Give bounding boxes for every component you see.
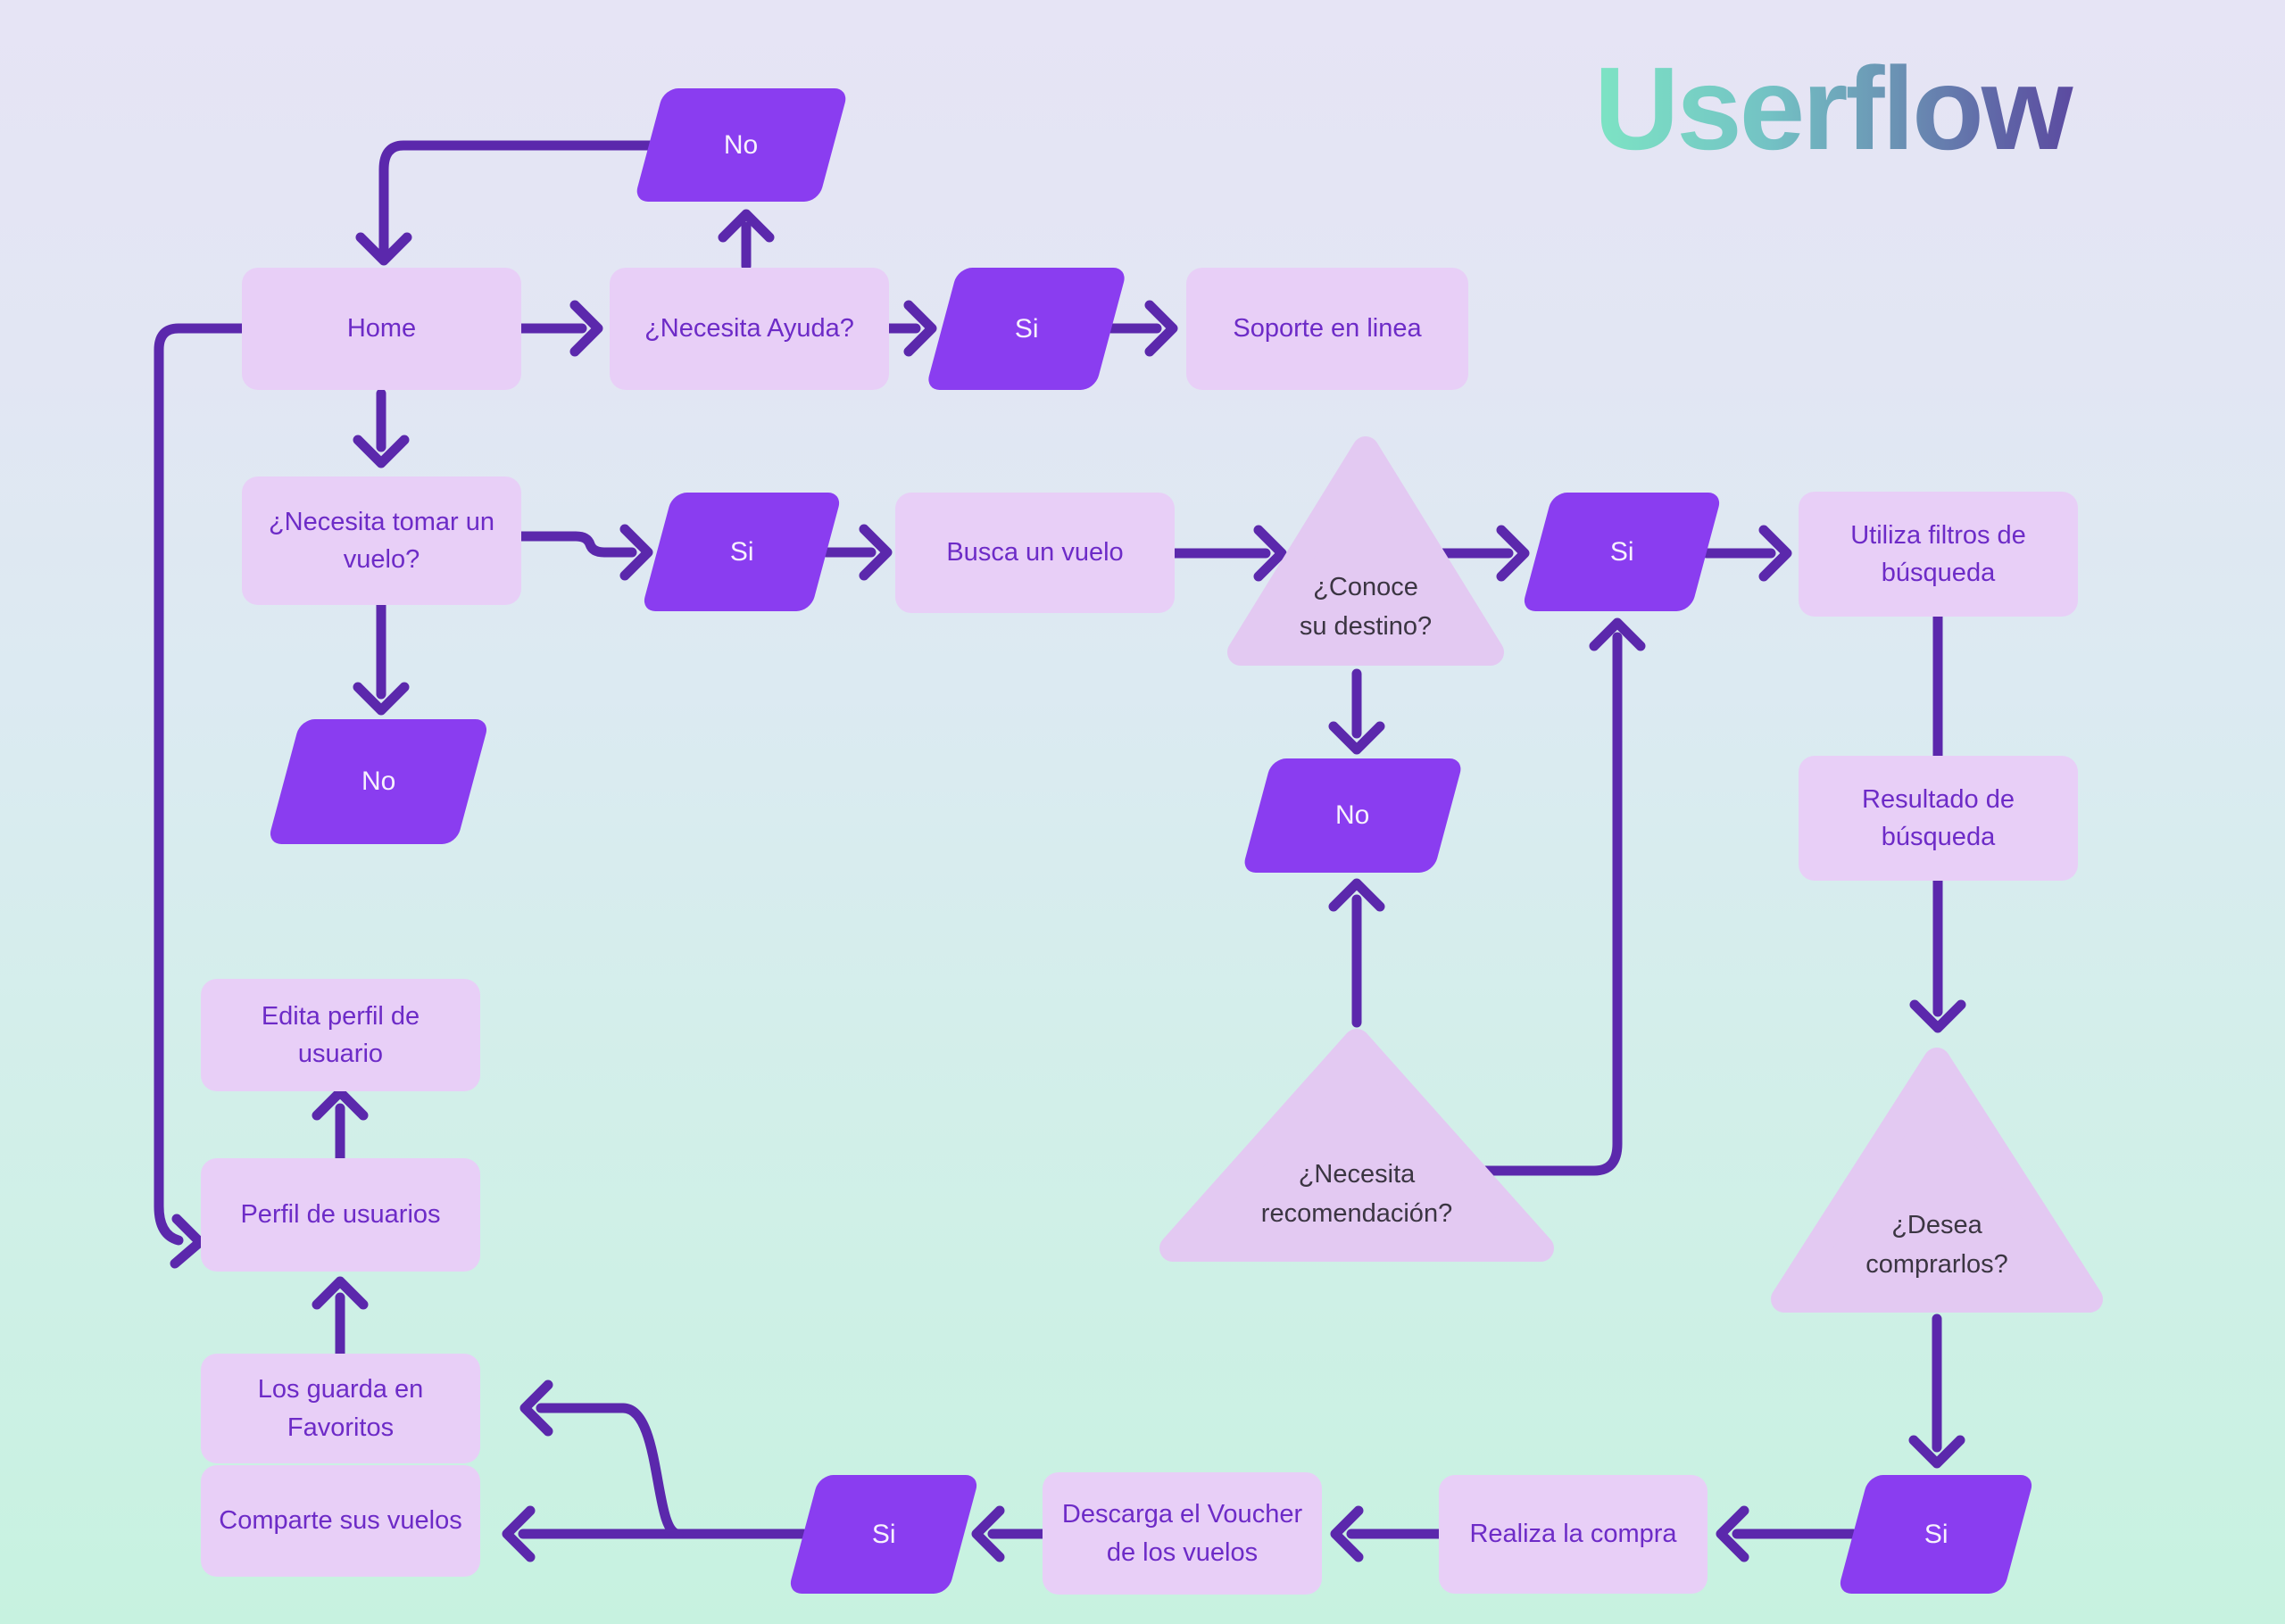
arrowhead-down-icon xyxy=(1909,999,1966,1033)
arrowhead-left-icon xyxy=(502,1505,536,1562)
node-label: Descarga el Voucher de los vuelos xyxy=(1061,1500,1303,1567)
node-busca-un-vuelo: Busca un vuelo xyxy=(895,493,1175,613)
arrowhead-right-icon xyxy=(1758,525,1792,582)
userflow-logo: Userflow xyxy=(1594,37,2219,180)
edge-no-to-home xyxy=(378,140,657,257)
node-si-compra: Si xyxy=(787,1475,980,1594)
arrowhead-down-icon xyxy=(353,682,410,716)
arrowhead-down-icon xyxy=(355,232,412,266)
node-home: Home xyxy=(242,268,521,390)
node-label: Si xyxy=(1924,1519,1948,1549)
node-label: Si xyxy=(1014,313,1039,344)
edge-home-to-perfil xyxy=(154,323,247,1246)
arrowhead-down-icon xyxy=(1908,1435,1965,1469)
arrowhead-down-icon xyxy=(1328,721,1385,755)
node-comparte-vuelos: Comparte sus vuelos xyxy=(201,1465,480,1577)
node-label: No xyxy=(724,129,759,160)
node-si-vuelo: Si xyxy=(641,493,843,611)
arrowhead-up-icon xyxy=(312,1087,369,1121)
decision-triangle-conoce-destino xyxy=(1227,436,1504,666)
arrowhead-down-icon xyxy=(353,435,410,468)
node-label: Utiliza filtros de búsqueda xyxy=(1850,520,2026,587)
node-desea-comprarlos-label: ¿Desea comprarlos? xyxy=(1865,1211,2008,1279)
arrowhead-left-icon xyxy=(519,1380,553,1437)
node-guarda-favoritos: Los guarda en Favoritos xyxy=(201,1354,480,1463)
arrowhead-left-icon xyxy=(1330,1505,1364,1562)
node-realiza-compra: Realiza la compra xyxy=(1439,1475,1708,1594)
arrowhead-right-icon xyxy=(1496,525,1530,582)
arrowhead-up-icon xyxy=(1328,878,1385,912)
edge-vuelo-to-si xyxy=(516,531,637,558)
node-label: No xyxy=(361,766,396,796)
node-label: ¿Necesita tomar un vuelo? xyxy=(268,507,495,574)
node-no-vuelo: No xyxy=(267,719,490,844)
node-resultado-busqueda: Resultado de búsqueda xyxy=(1799,756,2078,881)
decision-triangle-necesita-recomendacion xyxy=(1159,1029,1554,1262)
node-label: Home xyxy=(346,314,417,344)
node-label: Si xyxy=(1609,536,1634,567)
node-label: Resultado de búsqueda xyxy=(1862,784,2015,851)
arrowhead-up-icon xyxy=(1589,617,1646,651)
node-edita-perfil: Edita perfil de usuario xyxy=(201,979,480,1091)
node-label: Los guarda en Favoritos xyxy=(257,1375,424,1442)
node-label: Soporte en linea xyxy=(1233,314,1422,344)
node-label: Comparte sus vuelos xyxy=(219,1506,462,1536)
node-necesita-tomar-vuelo: ¿Necesita tomar un vuelo? xyxy=(242,476,521,605)
node-necesita-ayuda: ¿Necesita Ayuda? xyxy=(610,268,889,390)
edge-recomendacion-to-si xyxy=(1471,632,1623,1176)
arrowhead-right-icon xyxy=(859,524,893,581)
node-label: Busca un vuelo xyxy=(946,538,1124,568)
arrowhead-up-icon xyxy=(718,209,775,243)
node-conoce-destino-label: ¿Conoce su destino? xyxy=(1299,573,1433,641)
arrowhead-right-icon xyxy=(569,300,603,357)
node-no-destino: No xyxy=(1241,758,1465,873)
node-soporte-en-linea: Soporte en linea xyxy=(1186,268,1468,390)
arrowhead-right-icon xyxy=(170,1214,205,1269)
arrowhead-right-icon xyxy=(619,524,653,581)
arrowhead-right-icon xyxy=(1253,525,1287,582)
arrowhead-right-icon xyxy=(903,300,937,357)
arrowhead-right-icon xyxy=(1144,300,1178,357)
decision-triangle-desea-comprarlos xyxy=(1771,1048,2103,1313)
node-label: No xyxy=(1335,800,1370,830)
node-label: Si xyxy=(729,536,754,567)
edge-si-to-favoritos xyxy=(536,1403,684,1539)
arrowhead-up-icon xyxy=(312,1276,369,1310)
node-label: ¿Necesita Ayuda? xyxy=(644,314,854,344)
node-no-ayuda: No xyxy=(633,88,850,202)
node-necesita-recomendacion-label: ¿Necesita recomendación? xyxy=(1260,1160,1453,1228)
node-perfil-usuarios: Perfil de usuarios xyxy=(201,1158,480,1272)
node-label: Si xyxy=(871,1519,896,1549)
node-si-comprar: Si xyxy=(1837,1475,2035,1594)
node-si-destino: Si xyxy=(1521,493,1723,611)
node-label: Perfil de usuarios xyxy=(240,1200,441,1230)
node-label: Edita perfil de usuario xyxy=(261,1001,420,1068)
node-si-ayuda: Si xyxy=(925,268,1128,390)
node-descarga-voucher: Descarga el Voucher de los vuelos xyxy=(1043,1472,1322,1595)
node-label: Realiza la compra xyxy=(1469,1520,1677,1549)
arrowhead-left-icon xyxy=(1716,1505,1749,1562)
node-utiliza-filtros: Utiliza filtros de búsqueda xyxy=(1799,492,2078,617)
arrowhead-left-icon xyxy=(971,1505,1005,1562)
